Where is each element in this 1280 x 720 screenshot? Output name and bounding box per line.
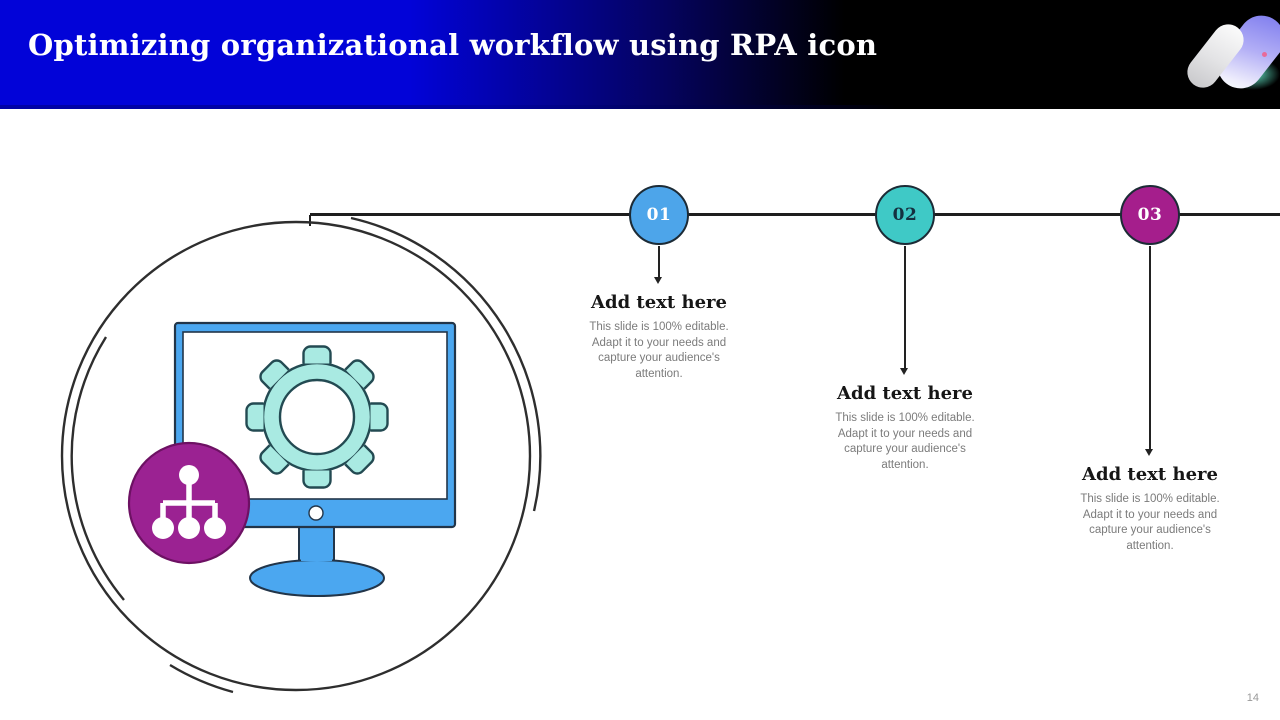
header-banner <box>0 0 1280 105</box>
timeline-step-1-number: 01 <box>646 205 672 225</box>
header-accent-edge <box>0 105 1280 109</box>
outline-circle <box>60 220 532 692</box>
logo-pink-dot <box>1262 52 1267 57</box>
gear-center-hole <box>278 378 356 456</box>
timeline-line <box>310 213 1280 216</box>
page-title: Optimizing organizational workflow using… <box>28 28 878 62</box>
step-1-body: This slide is 100% editable. Adapt it to… <box>589 321 729 380</box>
page-number: 14 <box>1246 692 1259 704</box>
brand-logo <box>1140 0 1280 108</box>
arrow-down-line-2 <box>904 246 906 368</box>
step-1-heading: Add text here <box>591 292 727 313</box>
monitor-power-dot <box>308 505 324 521</box>
step-2-text-block: Add text here This slide is 100% editabl… <box>815 383 995 473</box>
arrow-down-line-1 <box>658 246 660 277</box>
timeline-step-2-number: 02 <box>892 205 918 225</box>
arrow-down-head-2 <box>900 368 908 375</box>
arrow-down-line-3 <box>1149 246 1151 449</box>
step-3-text-block: Add text here This slide is 100% editabl… <box>1060 464 1240 554</box>
timeline-connector-tick <box>309 215 311 226</box>
timeline-step-1-circle: 01 <box>629 185 689 245</box>
arrow-down-head-3 <box>1145 449 1153 456</box>
arrow-down-head-1 <box>654 277 662 284</box>
rpa-illustration <box>60 216 542 694</box>
step-2-body: This slide is 100% editable. Adapt it to… <box>835 412 975 471</box>
circle-accent-arc-top-right <box>350 216 542 512</box>
timeline-step-3-number: 03 <box>1137 205 1163 225</box>
step-3-body: This slide is 100% editable. Adapt it to… <box>1080 493 1220 552</box>
step-2-heading: Add text here <box>837 383 973 404</box>
monitor-stand <box>249 520 385 597</box>
circle-accent-arc-left <box>70 336 125 601</box>
gear-icon <box>245 345 389 489</box>
timeline-step-3-circle: 03 <box>1120 185 1180 245</box>
step-3-heading: Add text here <box>1082 464 1218 485</box>
hierarchy-badge <box>127 441 251 565</box>
step-1-text-block: Add text here This slide is 100% editabl… <box>569 292 749 382</box>
timeline-step-2-circle: 02 <box>875 185 935 245</box>
circle-accent-arc-bottom-left <box>169 663 234 694</box>
